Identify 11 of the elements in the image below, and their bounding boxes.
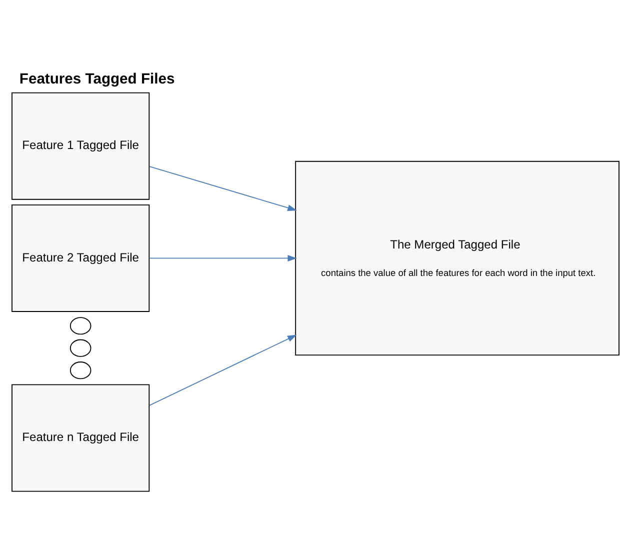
node-circle [70, 316, 92, 334]
node-circle [70, 361, 92, 379]
node-box: The Merged Tagged File contains the value of all the features for each word in the input text. [295, 160, 620, 356]
node-box: Feature 1 Tagged File [12, 92, 150, 200]
arrow [148, 165, 297, 210]
node-box: Feature n Tagged File [12, 384, 150, 492]
arrow [148, 334, 297, 406]
node-box: Feature 2 Tagged File [12, 204, 150, 312]
arrow [148, 254, 297, 261]
diagram-title: Features Tagged Files [19, 70, 175, 87]
node-circle [70, 338, 92, 356]
